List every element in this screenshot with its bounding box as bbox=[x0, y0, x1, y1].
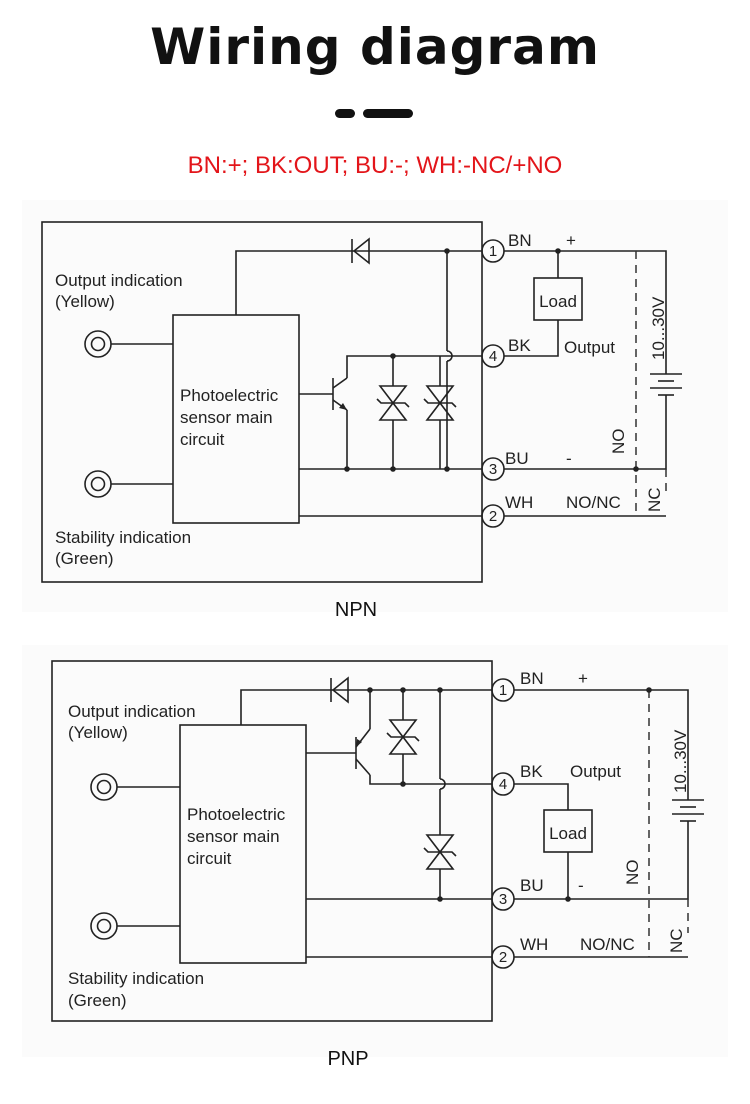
terminal-4: 4 bbox=[481, 344, 505, 368]
stability-indication-label: Stability indication bbox=[68, 969, 204, 988]
npn-panel-background bbox=[22, 200, 728, 612]
reverse-diode-icon bbox=[351, 237, 370, 265]
main-circuit-box bbox=[179, 724, 307, 964]
svg-text:2: 2 bbox=[499, 949, 507, 966]
svg-text:1: 1 bbox=[489, 243, 497, 260]
output-indication-label: Output indication bbox=[68, 702, 196, 721]
no-label: NO bbox=[609, 429, 628, 455]
title-underline-short bbox=[335, 109, 355, 118]
npn-transistor-icon bbox=[299, 377, 348, 411]
terminal-1: 1 bbox=[481, 239, 505, 263]
wire-sign-no-nc: NO/NC bbox=[566, 493, 621, 512]
wire-sign-output: Output bbox=[570, 762, 621, 781]
diagram-caption: PNP bbox=[327, 1048, 368, 1070]
wire-label-bn: BN bbox=[508, 231, 532, 250]
terminal-3: 3 bbox=[491, 887, 515, 911]
svg-text:1: 1 bbox=[499, 682, 507, 699]
main-circuit-label-line1: Photoelectric bbox=[187, 805, 286, 824]
pnp-wiring-diagram: Photoelectric sensor main circuit Output… bbox=[51, 660, 704, 1070]
terminal-2: 2 bbox=[491, 945, 515, 969]
wire-label-bk: BK bbox=[520, 762, 543, 781]
load-label: Load bbox=[539, 292, 577, 311]
main-circuit-label-line2: sensor main bbox=[180, 408, 273, 427]
page-title: Wiring diagram bbox=[150, 18, 600, 76]
sensor-housing bbox=[41, 221, 483, 583]
nc-label: NC bbox=[645, 487, 664, 512]
main-circuit-label-line1: Photoelectric bbox=[180, 386, 279, 405]
wire-label-bu: BU bbox=[505, 449, 529, 468]
wire-sign-minus: - bbox=[566, 449, 572, 468]
svg-text:4: 4 bbox=[499, 776, 507, 793]
terminal-1: 1 bbox=[491, 678, 515, 702]
battery-icon bbox=[650, 373, 682, 396]
battery-icon bbox=[672, 799, 704, 822]
sensor-housing bbox=[51, 660, 493, 1022]
zener-diode-icon bbox=[376, 356, 410, 469]
reverse-diode-icon bbox=[330, 676, 349, 704]
wire-label-bn: BN bbox=[520, 669, 544, 688]
svg-text:3: 3 bbox=[499, 891, 507, 908]
no-label: NO bbox=[623, 860, 642, 886]
wire-sign-output: Output bbox=[564, 338, 615, 357]
terminal-4: 4 bbox=[491, 772, 515, 796]
terminal-3: 3 bbox=[481, 457, 505, 481]
wire-label-wh: WH bbox=[520, 935, 548, 954]
voltage-label: 10...30V bbox=[649, 296, 668, 360]
stability-indication-color: (Green) bbox=[68, 991, 127, 1010]
main-circuit-label-line2: sensor main bbox=[187, 827, 280, 846]
output-indication-color: (Yellow) bbox=[55, 292, 115, 311]
wire-label-wh: WH bbox=[505, 493, 533, 512]
npn-wiring-diagram: Photoelectric sensor main circuit Output… bbox=[41, 221, 682, 621]
load-label: Load bbox=[549, 824, 587, 843]
zener-diode-icon bbox=[423, 356, 457, 469]
stability-indication-label: Stability indication bbox=[55, 528, 191, 547]
wire-sign-plus: + bbox=[566, 231, 576, 250]
wire-sign-plus: + bbox=[578, 669, 588, 688]
zener-diode-icon bbox=[386, 690, 420, 784]
output-indication-color: (Yellow) bbox=[68, 723, 128, 742]
output-indicator-led-icon bbox=[84, 330, 173, 358]
wire-sign-no-nc: NO/NC bbox=[580, 935, 635, 954]
nc-label: NC bbox=[667, 928, 686, 953]
svg-text:3: 3 bbox=[489, 461, 497, 478]
pnp-panel-background bbox=[22, 645, 728, 1057]
stability-indicator-led-icon bbox=[90, 912, 180, 940]
stability-indicator-led-icon bbox=[84, 470, 173, 498]
title-underline-long bbox=[363, 109, 413, 118]
main-circuit-label-line3: circuit bbox=[187, 849, 232, 868]
output-indicator-led-icon bbox=[90, 773, 180, 801]
wire-sign-minus: - bbox=[578, 876, 584, 895]
voltage-label: 10...30V bbox=[671, 729, 690, 793]
terminal-2: 2 bbox=[481, 504, 505, 528]
pnp-transistor-icon bbox=[306, 728, 371, 776]
diagram-caption: NPN bbox=[335, 599, 377, 621]
svg-text:4: 4 bbox=[489, 348, 497, 365]
svg-text:2: 2 bbox=[489, 508, 497, 525]
wire-color-legend: BN:+; BK:OUT; BU:-; WH:-NC/+NO bbox=[187, 152, 563, 179]
stability-indication-color: (Green) bbox=[55, 549, 114, 568]
output-indication-label: Output indication bbox=[55, 271, 183, 290]
main-circuit-label-line3: circuit bbox=[180, 430, 225, 449]
zener-diode-icon bbox=[423, 789, 457, 899]
wire-label-bk: BK bbox=[508, 336, 531, 355]
wire-label-bu: BU bbox=[520, 876, 544, 895]
